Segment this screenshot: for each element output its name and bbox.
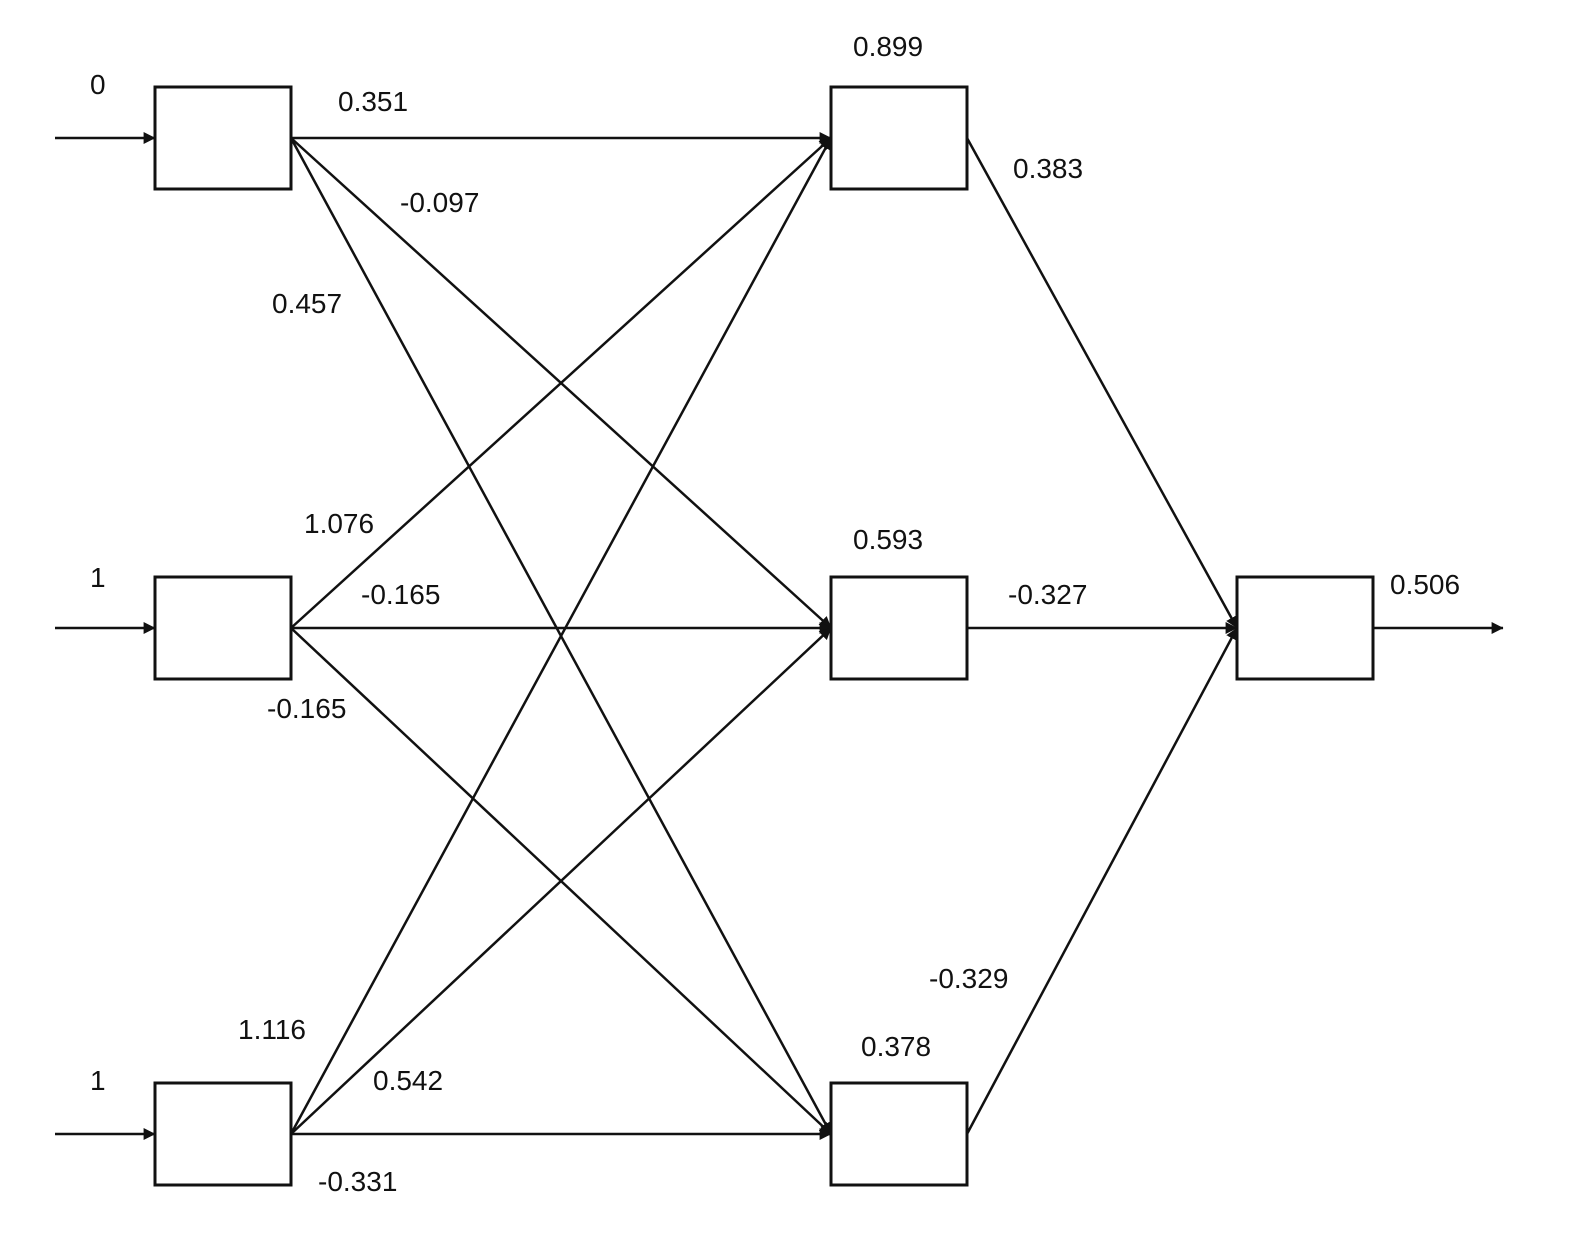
input-node-2 [153,1081,293,1187]
weight-label: 0.457 [272,288,342,319]
hidden-activation-label: 0.378 [861,1031,931,1062]
weight-label: 0.351 [338,86,408,117]
hidden-activation-label: 0.899 [853,31,923,62]
weight-label: 0.383 [1013,153,1083,184]
weight-label: 0.542 [373,1065,443,1096]
weight-label: -0.329 [929,963,1008,994]
output-node [1235,575,1375,681]
input-node-1 [153,575,293,681]
input-value-label: 1 [90,562,106,593]
input-value-label: 1 [90,1065,106,1096]
edge-hidden-0-output [965,137,1239,629]
hidden-node-0 [829,85,969,191]
edge-input-2-hidden-0 [289,137,833,1135]
edge-input-2-hidden-1 [290,627,832,1135]
weight-label: -0.327 [1008,579,1087,610]
input-value-label: 0 [90,69,106,100]
output-value-label: 0.506 [1390,569,1460,600]
connections [55,132,1504,1140]
labels: 0 1 1 0.899 0.593 0.378 0.506 0.351 -0.097 0.457 1… [90,31,1460,1197]
input-node-0 [153,85,293,191]
hidden-activation-label: 0.593 [853,524,923,555]
hidden-node-1 [829,575,969,681]
hidden-node-2 [829,1081,969,1187]
neurons [153,85,1375,1187]
weight-label: 1.116 [238,1014,306,1045]
edge-input-1-hidden-0 [290,137,832,629]
weight-label: -0.165 [267,693,346,724]
weight-label: 1.076 [304,508,374,539]
weight-label: -0.331 [318,1166,397,1197]
weight-label: -0.165 [361,579,440,610]
edge-hidden-2-output [965,627,1239,1135]
weight-label: -0.097 [400,187,479,218]
